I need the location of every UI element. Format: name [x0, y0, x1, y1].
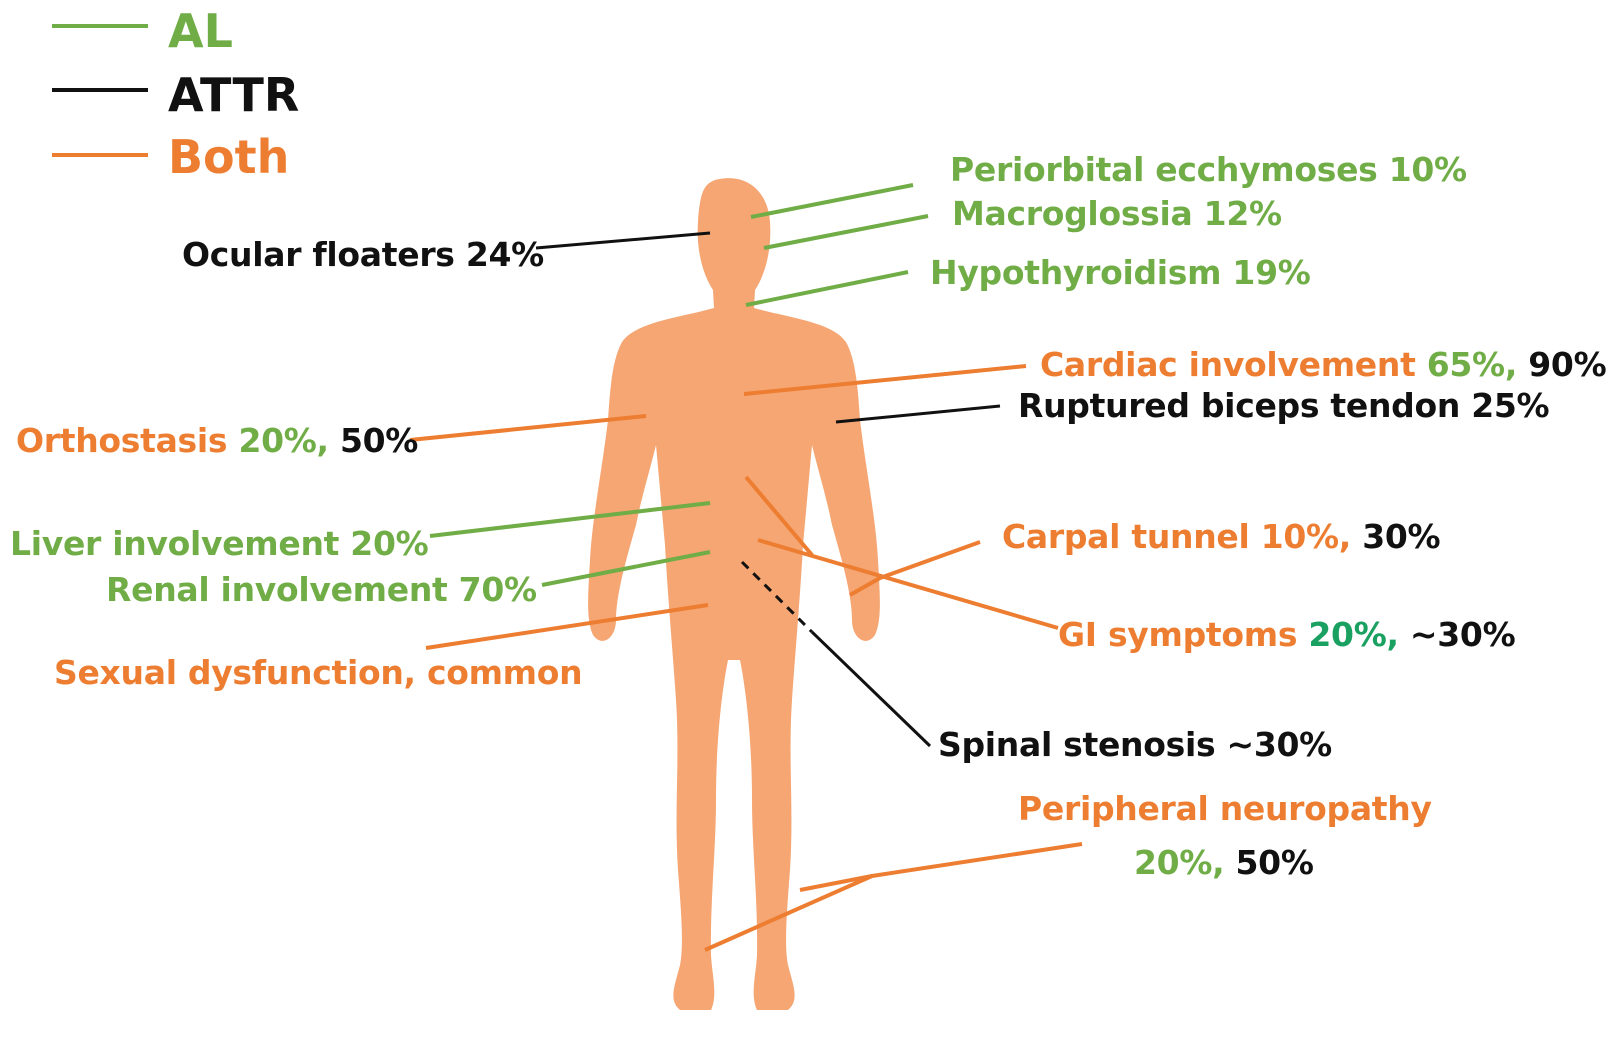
leader-macroglossia — [764, 216, 928, 248]
leader-spinal — [812, 632, 930, 746]
label-liver: Liver involvement 20% — [10, 527, 428, 560]
label-cardiac-attr: 90% — [1528, 345, 1606, 384]
label-biceps: Ruptured biceps tendon 25% — [1018, 389, 1549, 422]
label-cardiac: Cardiac involvement 65%, 90% — [1040, 348, 1606, 381]
legend-both-label: Both — [168, 134, 289, 180]
label-neuropathy-attr: 50% — [1236, 843, 1314, 882]
leader-ocular — [536, 233, 710, 248]
label-gi-name: GI symptoms — [1058, 615, 1308, 654]
legend-al-label: AL — [168, 8, 233, 54]
label-carpal: Carpal tunnel 10%, 30% — [1002, 520, 1440, 553]
label-periorbital: Periorbital ecchymoses 10% — [950, 153, 1467, 186]
label-carpal-attr: 30% — [1362, 517, 1440, 556]
label-macroglossia: Macroglossia 12% — [952, 197, 1282, 230]
legend-attr-label: ATTR — [168, 72, 299, 118]
leader-neuropathy — [800, 844, 1082, 890]
label-orthostasis: Orthostasis 20%, 50% — [16, 424, 418, 457]
label-orthostasis-name: Orthostasis — [16, 421, 238, 460]
leader-periorbital — [751, 185, 913, 217]
label-sexual: Sexual dysfunction, common — [54, 656, 582, 689]
label-ocular: Ocular floaters 24% — [182, 238, 544, 271]
label-renal: Renal involvement 70% — [106, 573, 537, 606]
label-cardiac-al: 65%, — [1427, 345, 1529, 384]
label-neuropathy-name: Peripheral neuropathy — [1018, 792, 1432, 825]
label-neuropathy-al: 20%, — [1134, 843, 1236, 882]
body-outline — [588, 178, 880, 1010]
label-gi-attr: ~30% — [1410, 615, 1515, 654]
label-orthostasis-al: 20%, — [238, 421, 340, 460]
leader-sexual — [426, 605, 708, 648]
human-body-silhouette — [588, 178, 880, 1010]
label-carpal-name: Carpal tunnel 10%, — [1002, 517, 1362, 556]
leader-biceps — [836, 406, 1000, 422]
label-gi: GI symptoms 20%, ~30% — [1058, 618, 1515, 651]
label-gi-al: 20%, — [1308, 615, 1410, 654]
leader-hypothyroidism — [746, 272, 908, 305]
label-spinal: Spinal stenosis ~30% — [938, 728, 1332, 761]
label-hypothyroidism: Hypothyroidism 19% — [930, 256, 1311, 289]
label-cardiac-name: Cardiac involvement — [1040, 345, 1427, 384]
label-neuropathy-values: 20%, 50% — [1134, 846, 1314, 879]
label-orthostasis-attr: 50% — [340, 421, 418, 460]
